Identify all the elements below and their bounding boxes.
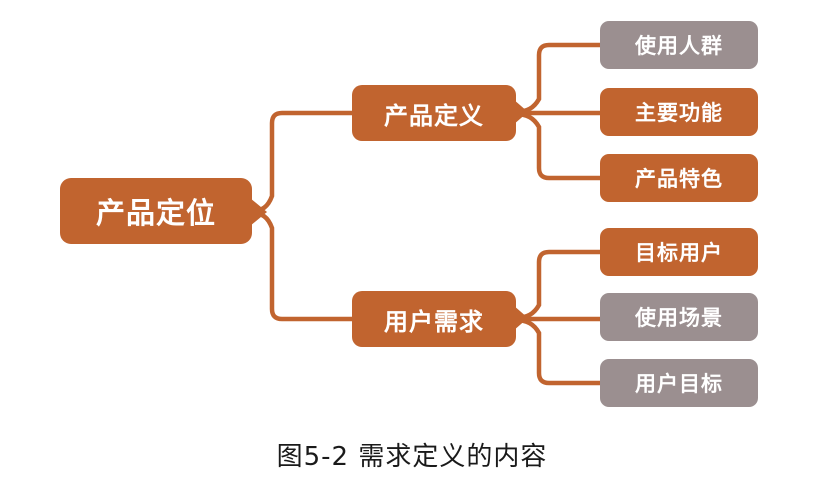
node-branch-product-definition[interactable]: 产品定义: [352, 85, 516, 141]
node-leaf-user-group[interactable]: 使用人群: [600, 21, 758, 69]
root-node-pointer: [250, 198, 267, 226]
figure-caption: 图5-2 需求定义的内容: [276, 442, 548, 472]
node-leaf-target-users[interactable]: 目标用户: [600, 228, 758, 276]
connector-root-to-branch-1: [249, 110, 355, 214]
node-leaf-product-features[interactable]: 产品特色: [600, 154, 758, 202]
node-leaf-user-goals[interactable]: 用户目标: [600, 359, 758, 407]
node-leaf-usage-scenarios[interactable]: 使用场景: [600, 293, 758, 341]
connector-root-to-branch-2: [249, 210, 355, 322]
node-leaf-main-functions[interactable]: 主要功能: [600, 88, 758, 136]
node-root[interactable]: 产品定位: [60, 178, 252, 244]
node-branch-user-needs[interactable]: 用户需求: [352, 291, 516, 347]
